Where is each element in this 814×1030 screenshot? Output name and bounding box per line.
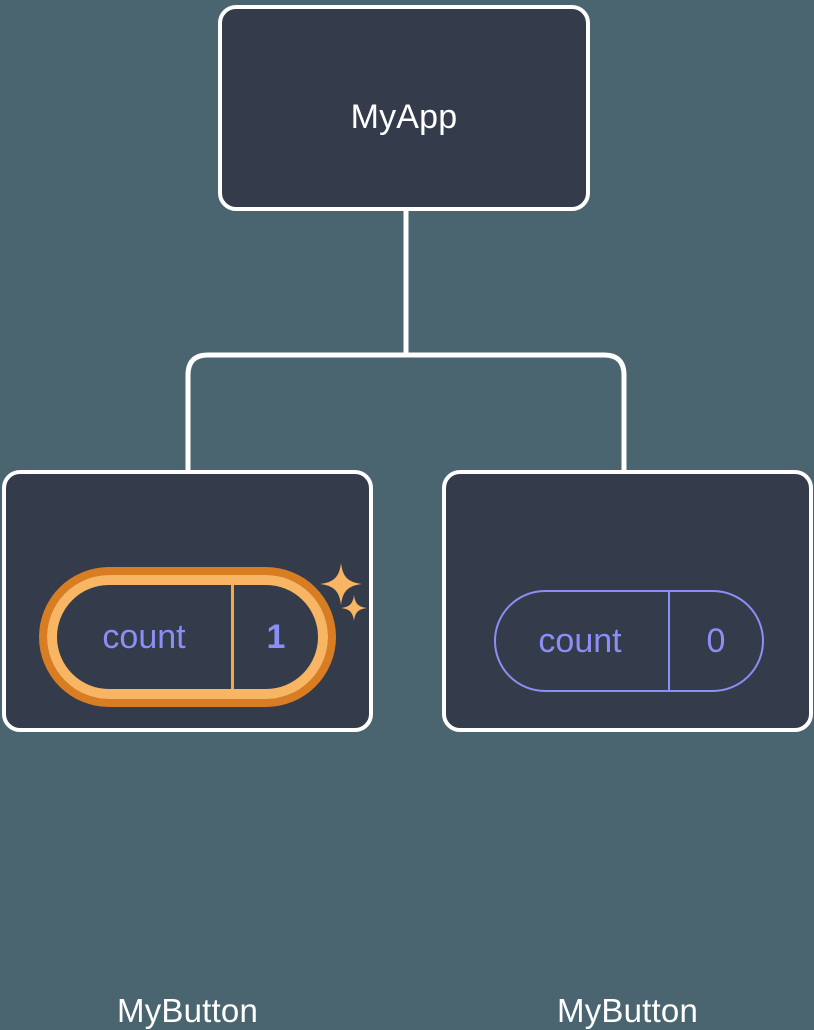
diagram-canvas: MyApp MyButton count 1 MyButton count 0 bbox=[2, 5, 813, 1029]
state-key: count bbox=[538, 621, 622, 660]
component-node-label: MyApp bbox=[350, 98, 458, 136]
edge-branch-bar bbox=[185, 352, 627, 472]
state-pill[interactable]: count 0 bbox=[494, 590, 764, 692]
component-node-label: MyButton bbox=[557, 992, 698, 1029]
component-node-myapp[interactable]: MyApp bbox=[218, 5, 590, 211]
state-value: 1 bbox=[231, 585, 318, 689]
state-pill-highlighted[interactable]: count 1 bbox=[47, 575, 328, 699]
state-value: 0 bbox=[668, 592, 762, 690]
state-key: count bbox=[102, 617, 186, 656]
component-node-label: MyButton bbox=[117, 992, 258, 1029]
